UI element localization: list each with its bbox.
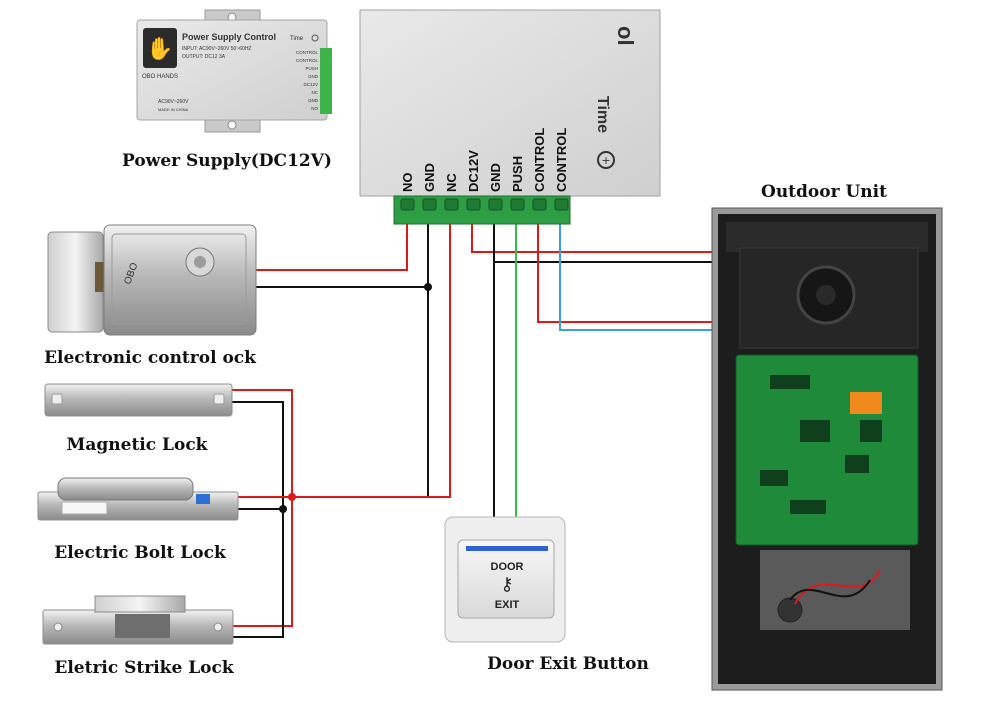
svg-text:+: + (601, 154, 610, 167)
ps-terminal: GND (308, 98, 319, 103)
ps-made-in: MADE IN CHINA (158, 107, 189, 112)
terminal-label: NC (444, 173, 459, 192)
outdoor-unit (711, 207, 943, 691)
junction-dot (279, 505, 287, 513)
caption-magnetic-lock: Magnetic Lock (67, 435, 209, 455)
controller-box: ol Time + NO GND NC DC12V GND PUSH CONTR… (359, 9, 661, 225)
caption-electric-strike-lock: Eletric Strike Lock (54, 658, 234, 678)
key-icon: ⚷ (500, 574, 513, 595)
circuit-board (735, 354, 919, 546)
door-exit-button: DOOR ⚷ EXIT (444, 516, 566, 643)
ps-terminal: PUSH (305, 66, 318, 71)
ps-terminal: CONTROL (296, 58, 318, 63)
ps-input-line: INPUT: AC90V~260V 50~60HZ (182, 46, 252, 52)
junction-dot (288, 493, 296, 501)
exit-button-line1: DOOR (491, 561, 524, 573)
ps-output-line: OUTPUT: DC12 3A (182, 54, 226, 60)
terminal-screws (400, 198, 569, 211)
ps-terminal: GND (308, 74, 319, 79)
ps-terminal: NC (312, 90, 319, 95)
junction-dot (424, 283, 432, 291)
ps-terminal-list: CONTROL CONTROL PUSH GND DC12V NC GND NO (296, 50, 319, 111)
ps-brand: OBO HANDS (142, 74, 178, 80)
pcb-chips (760, 375, 882, 514)
wire-black-magnetic (232, 401, 284, 638)
controller-mark: ol (613, 26, 638, 46)
terminal-labels: NO GND NC DC12V GND PUSH CONTROL CONTROL (400, 128, 569, 192)
terminal-label: CONTROL (554, 128, 569, 192)
ps-terminal: CONTROL (296, 50, 318, 55)
ps-terminal: DC12V (303, 82, 318, 87)
ps-hand-icon: ✋ (146, 36, 173, 62)
ps-voltage-tag: AC90V~260V (158, 99, 189, 105)
caption-outdoor-unit: Outdoor Unit (761, 182, 887, 202)
ps-time-icon (311, 34, 319, 42)
ps-terminal: NO (311, 106, 318, 111)
ps-time-label: Time (290, 36, 304, 42)
power-supply-device: ✋ OBO HANDS Power Supply Control INPUT: … (136, 9, 332, 133)
ps-title: Power Supply Control (182, 32, 276, 42)
caption-electric-bolt-lock: Electric Bolt Lock (54, 543, 227, 563)
electric-bolt-lock (37, 477, 239, 521)
terminal-label: GND (422, 163, 437, 192)
controller-time-label: Time (594, 96, 611, 133)
wire-red-control-lock (255, 222, 408, 271)
electric-strike-lock (42, 595, 234, 645)
electronic-control-lock: OBO (47, 224, 257, 336)
terminal-label: NO (400, 173, 415, 193)
caption-door-exit-button: Door Exit Button (487, 654, 649, 674)
caption-electronic-control-lock: Electronic control ock (44, 348, 257, 368)
magnetic-lock (44, 383, 233, 417)
caption-power-supply: Power Supply(DC12V) (122, 151, 332, 171)
terminal-label: GND (488, 163, 503, 192)
terminal-label: CONTROL (532, 128, 547, 192)
terminal-label: DC12V (466, 150, 481, 192)
wire-red-magnetic (232, 389, 293, 627)
controller-time-icon (597, 151, 615, 169)
terminal-label: PUSH (510, 156, 525, 192)
exit-button-line2: EXIT (495, 599, 520, 611)
wire-red-nc (292, 222, 451, 498)
